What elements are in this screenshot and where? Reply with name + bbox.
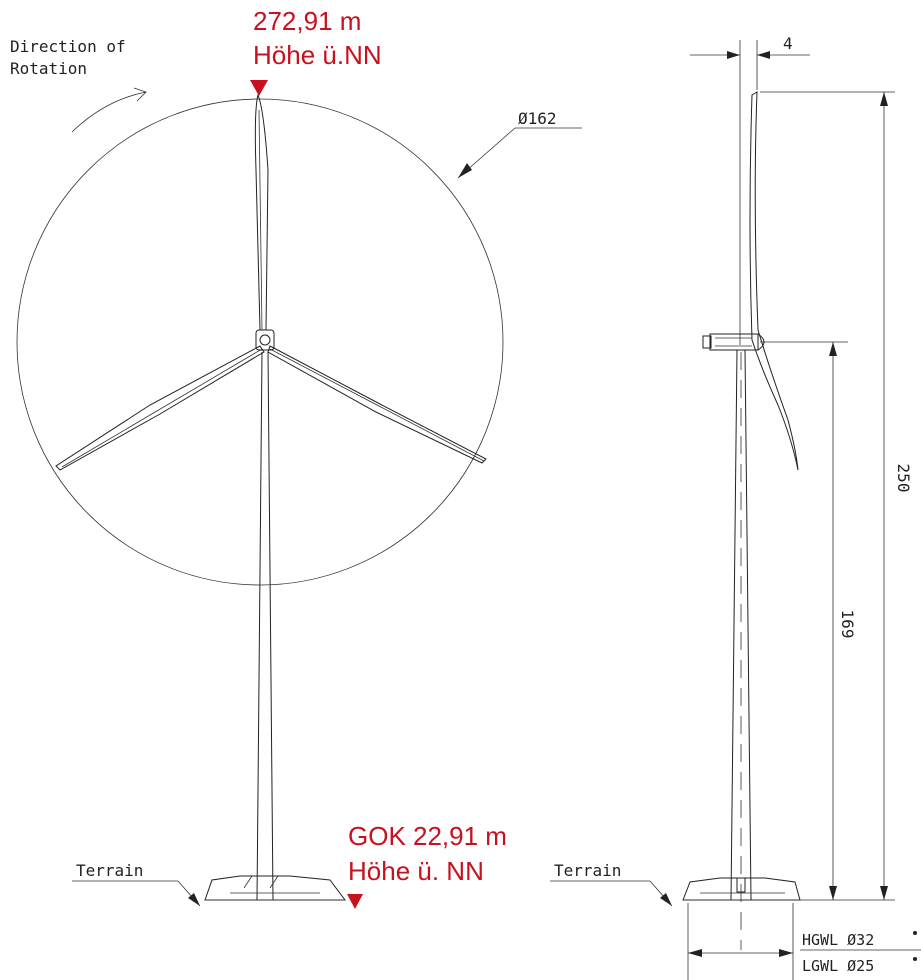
hgwl-dot-icon [913, 931, 917, 935]
top-height-value: 272,91 m [253, 6, 361, 36]
rotation-arrowhead [133, 87, 147, 102]
hgwl-label: HGWL Ø32 [802, 931, 874, 949]
overhang-dimension: 4 [783, 34, 793, 53]
ground-height-value: GOK 22,91 m [348, 821, 507, 851]
lgwl-dot-icon [913, 957, 917, 961]
foundation-side [682, 877, 801, 901]
terrain-arrowhead-front [188, 893, 200, 906]
rotation-label-line2: Rotation [10, 59, 87, 78]
blade-side [749, 91, 799, 471]
diameter-arrowhead [458, 163, 472, 178]
terrain-label-side: Terrain [554, 861, 621, 880]
blade-right [267, 345, 487, 464]
nacelle [709, 333, 759, 351]
hub-height-label: 169 [838, 610, 857, 639]
side-view: 4 Terrain 250 169 [550, 34, 921, 980]
ground-height-marker-icon [347, 894, 363, 909]
top-height-ref: Höhe ü.NN [253, 40, 382, 70]
lgwl-label: LGWL Ø25 [802, 957, 874, 975]
blade-left [55, 345, 265, 471]
terrain-arrowhead-side [660, 893, 672, 906]
front-view: Direction of Rotation Ø162 Terrain [10, 37, 582, 907]
height-annotations: 272,91 m Höhe ü.NN GOK 22,91 m Höhe ü. N… [250, 6, 507, 909]
rotation-arrow-icon [71, 91, 147, 133]
top-height-marker-icon [250, 80, 268, 96]
rotation-label-line1: Direction of [10, 37, 126, 56]
hub [255, 329, 275, 351]
total-height-label: 250 [894, 464, 913, 493]
ground-height-ref: Höhe ü. NN [348, 856, 484, 886]
terrain-label-front: Terrain [76, 861, 143, 880]
tower-front [256, 351, 274, 901]
foundation-front [204, 875, 346, 901]
rotor-diameter-label: Ø162 [518, 109, 557, 128]
